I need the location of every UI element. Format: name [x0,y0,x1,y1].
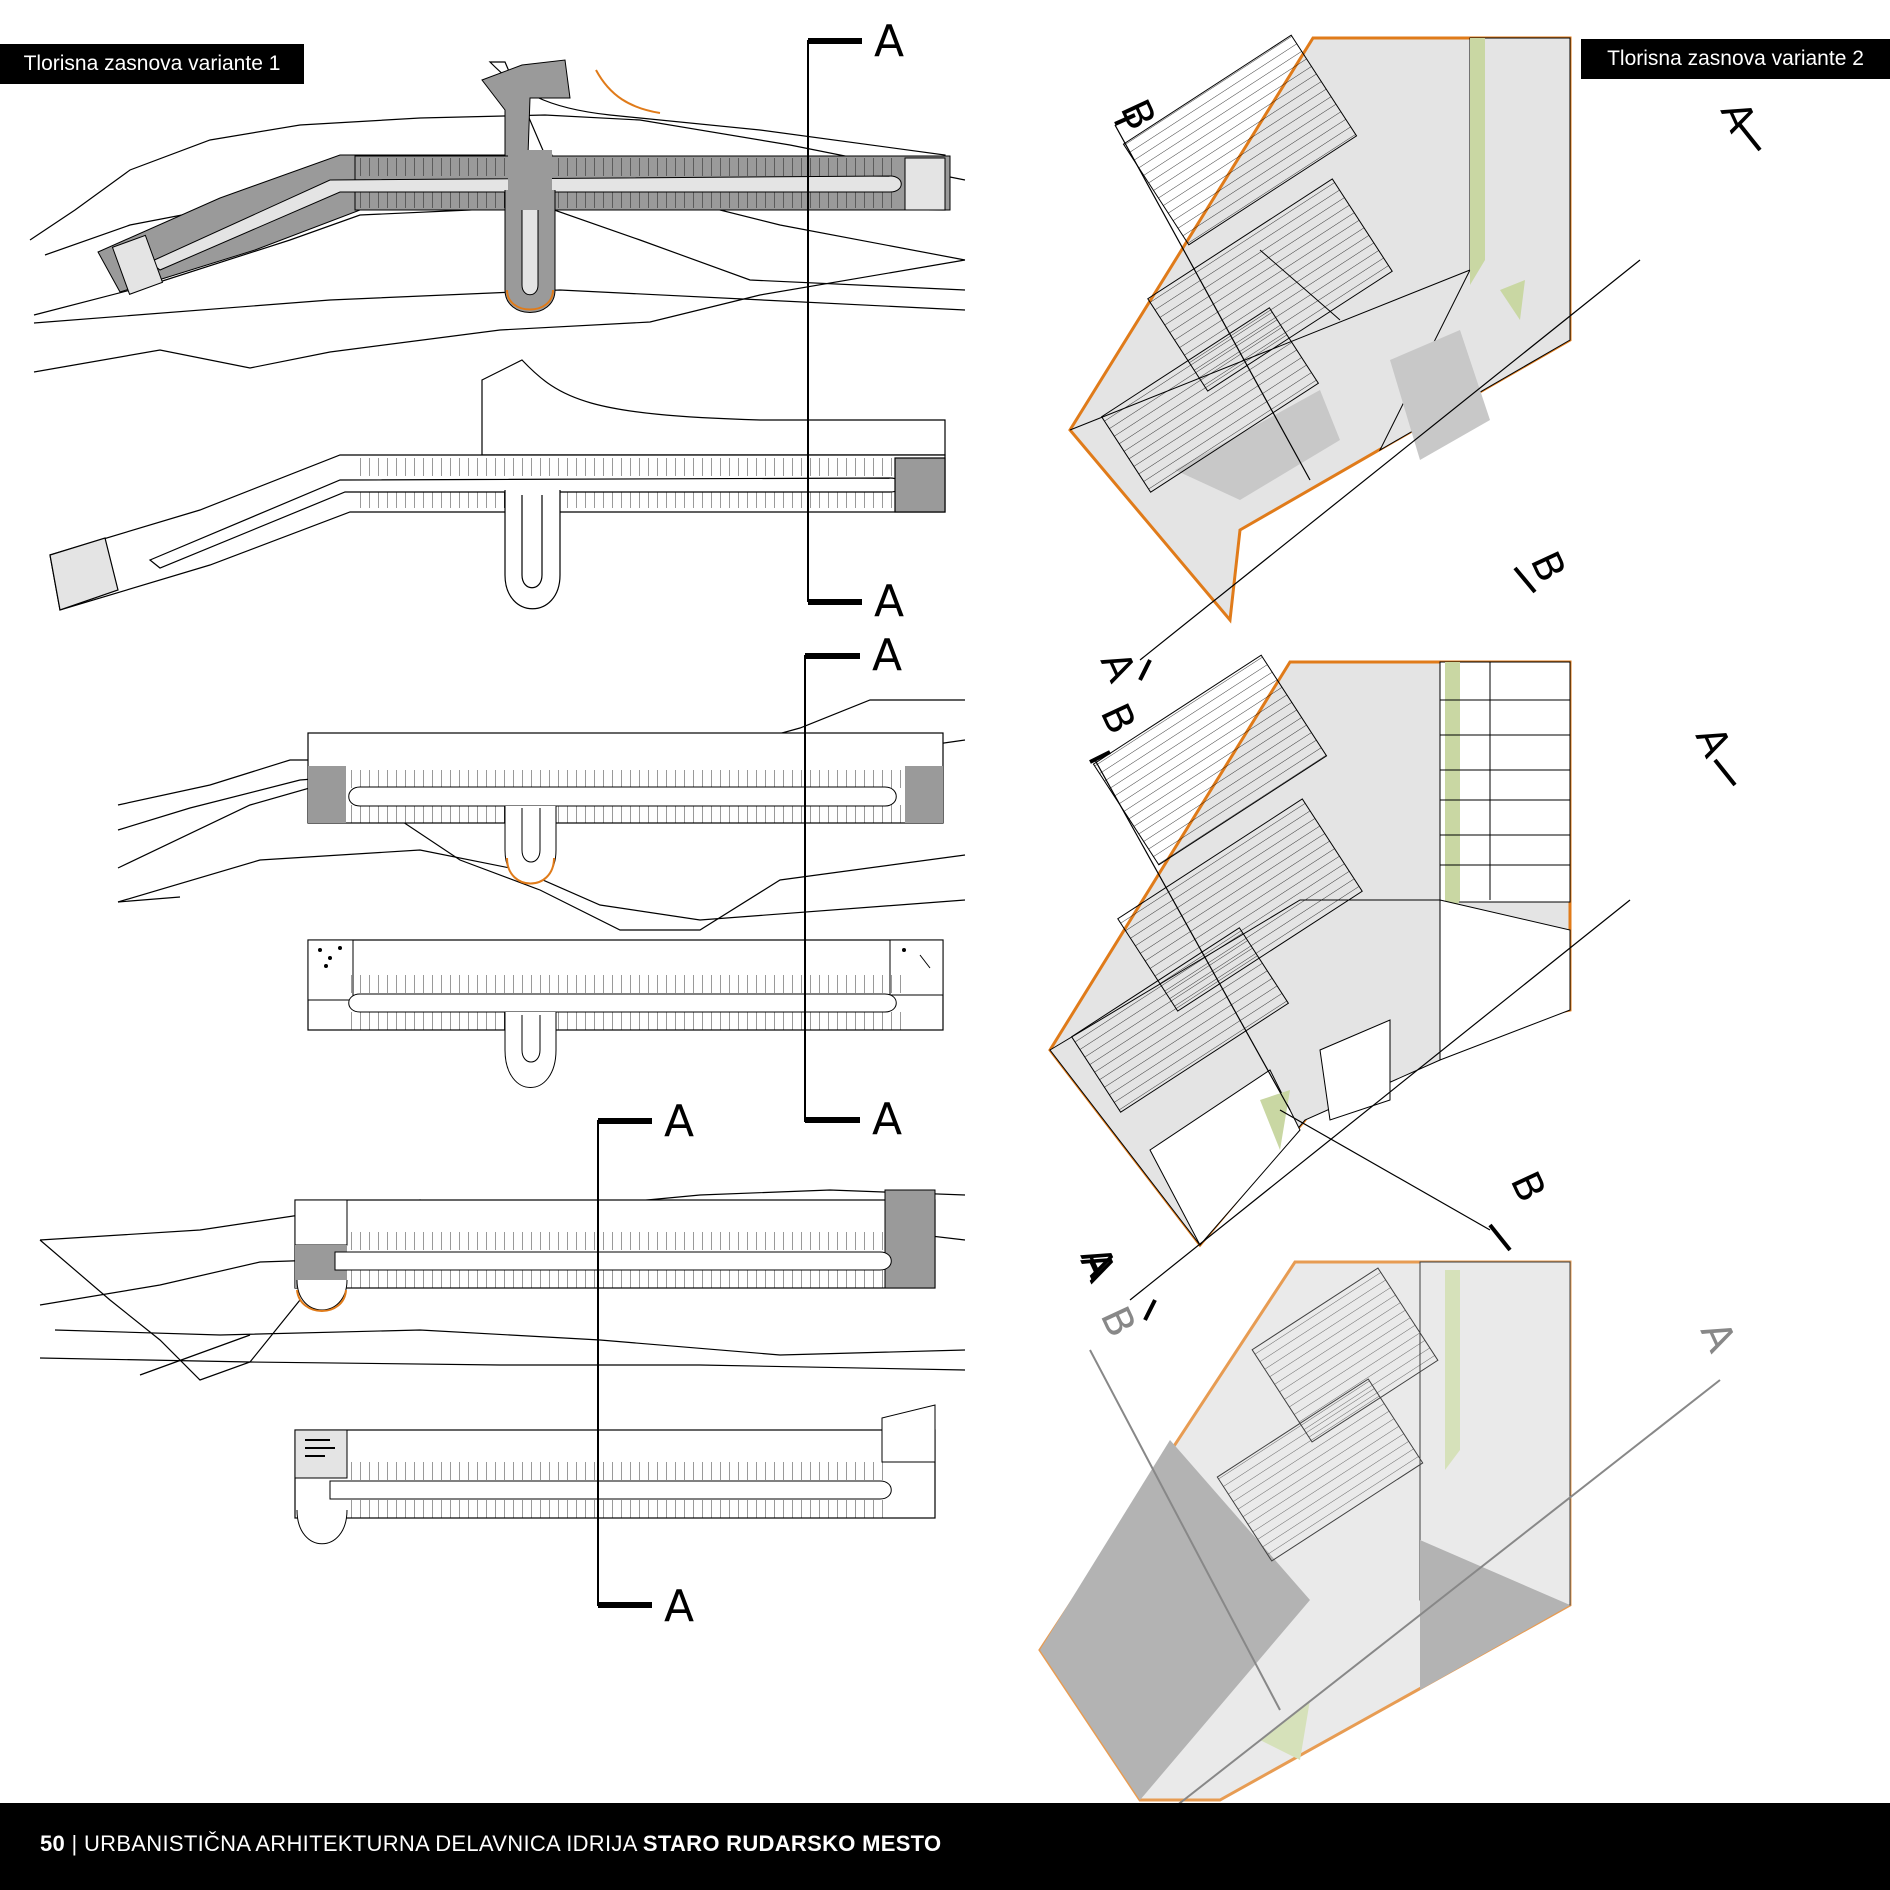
footer-text: 50 | URBANISTIČNA ARHITEKTURNA DELAVNICA… [40,1831,941,1857]
section-label-a: A [664,1096,694,1147]
plan-v1-level-1 [97,59,951,313]
section-label-b-rot: B [1091,697,1144,741]
publication-title: STARO RUDARSKO MESTO [642,1831,942,1856]
section-label-a: A [664,1581,694,1632]
plan-v1-level-3 [307,732,944,885]
plan-v2-level-1 [1068,34,1641,661]
variant-1-plans: A A [29,16,966,1632]
footer-separator: | [71,1831,78,1856]
variant-2-label: Tlorisna zasnova variante 2 [1581,39,1890,79]
section-label-b-rot: B [1091,1300,1144,1344]
section-line-a-lower [597,1118,652,1608]
plan-v1-level-6 [294,1404,936,1545]
section-label-a: A [872,1094,902,1145]
section-label-a: A [872,630,902,681]
section-line-a-upper [807,38,862,605]
variant-2-plans: B B A A [1038,34,1765,1851]
variant-1-label: Tlorisna zasnova variante 1 [0,44,304,84]
section-line-a-middle [804,653,860,1123]
section-label-b-rot: B [1501,1165,1554,1209]
plan-v2-level-2 [1048,654,1631,1301]
section-marks-v2-1 [1114,113,1762,681]
plan-v2-level-3 [1038,1260,1572,1802]
section-marks-v2-2 [1089,750,1737,1321]
section-label-a: A [874,16,904,67]
section-label-a-rot: A [1091,645,1145,690]
section-label-a-rot: A [1691,1315,1745,1360]
section-marks-v2-3 [1089,1349,1721,1851]
page-number: 50 [40,1831,66,1856]
plan-v1-level-5 [294,1189,936,1312]
publication-name: URBANISTIČNA ARHITEKTURNA DELAVNICA IDRI… [83,1831,637,1856]
plan-v1-level-2 [49,359,946,611]
page-footer: 50 | URBANISTIČNA ARHITEKTURNA DELAVNICA… [0,1803,1890,1890]
plan-v1-level-4 [307,939,944,1088]
section-label-a-rot: A [1711,95,1765,140]
section-label-a-rot: A [1686,720,1740,765]
section-label-a: A [874,576,904,627]
